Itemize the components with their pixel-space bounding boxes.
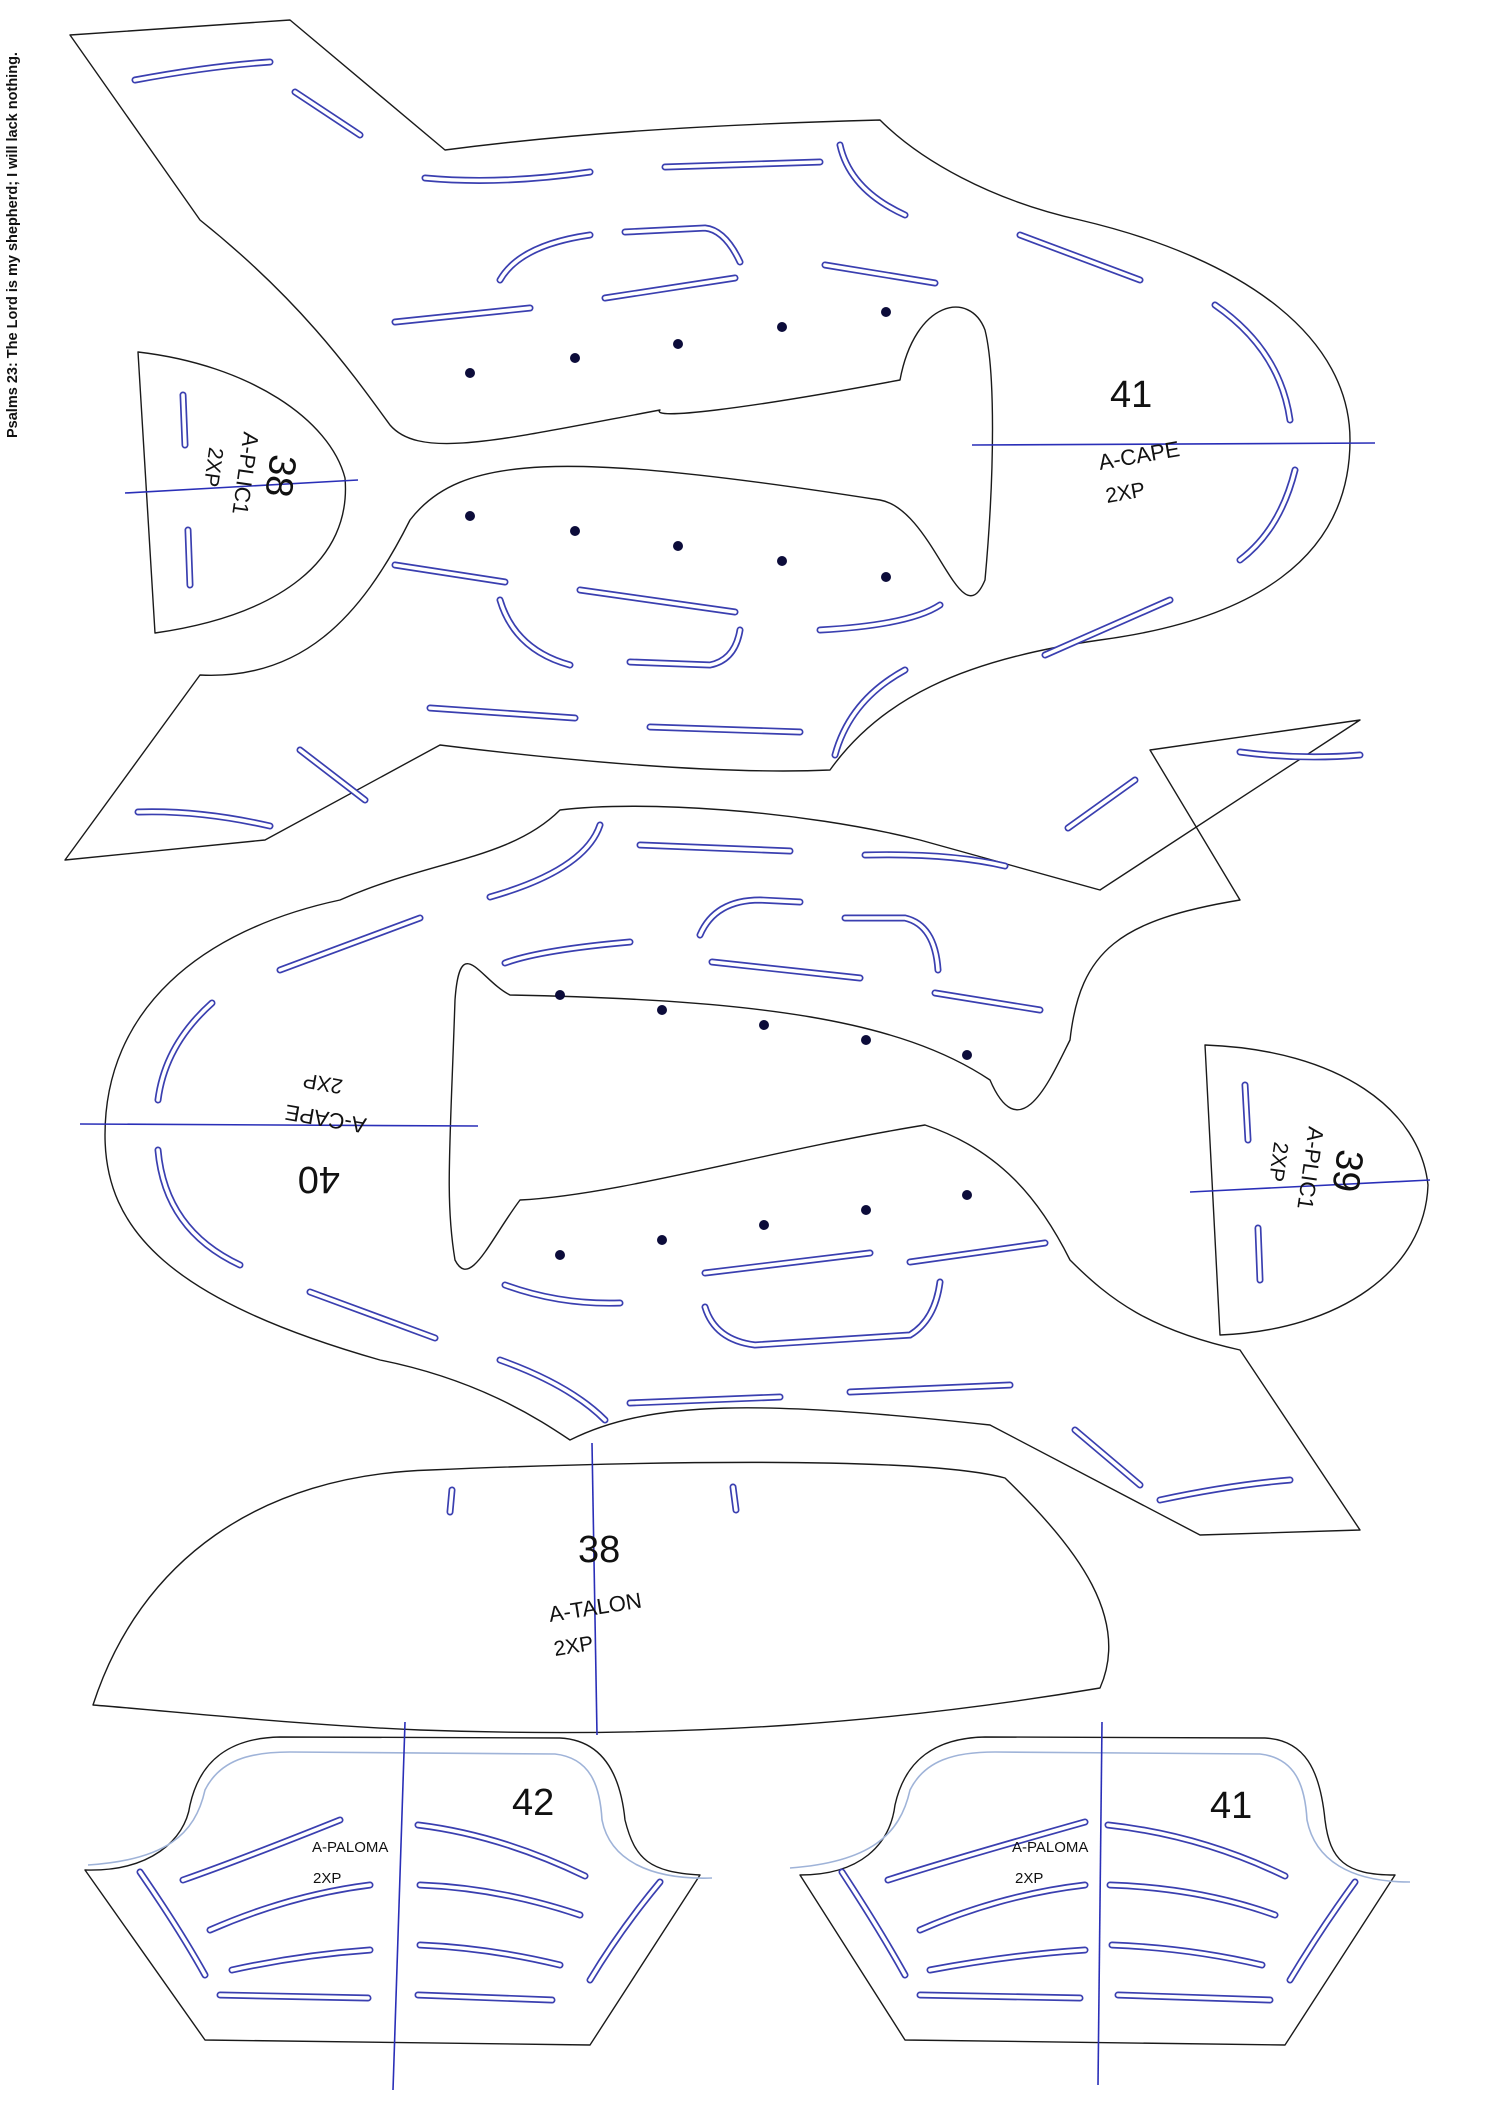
piece-cape-40: 40 A-CAPE 2XP [79,719,1364,1536]
talon-38-grainline [591,1442,598,1736]
plic1-38-qty: 2XP [199,446,227,489]
paloma-42-number: 42 [512,1782,554,1824]
talon-38-qty: 2XP [552,1632,595,1661]
piece-talon-38: 38 A-TALON 2XP [92,1442,1110,1736]
paloma-41-slots [838,1818,1359,2004]
paloma-41-seam [789,1751,1411,1883]
talon-38-outline [92,1461,1110,1734]
verse-text: Psalms 23: The Lord is my shepherd; I wi… [5,52,21,438]
plic1-39-name: A-PLIC1 [1292,1125,1328,1211]
plic1-39-qty: 2XP [1264,1141,1292,1184]
paloma-41-grainline [1097,1721,1103,2086]
cape-40-grainline [79,1123,479,1127]
paloma-41-name: A-PALOMA [1012,1839,1088,1856]
plic1-39-grainline [1189,1179,1431,1193]
paloma-41-outline [799,1736,1396,2046]
paloma-42-qty: 2XP [313,1870,341,1887]
piece-cape-41: 41 A-CAPE 2XP [64,19,1376,861]
plic1-38-grainline [124,479,359,494]
piece-plic1-38: 38 A-PLIC1 2XP [124,351,359,634]
cape-40-number: 40 [298,1158,340,1200]
plic1-38-outline [137,351,347,634]
cape-41-name: A-CAPE [1097,436,1182,475]
paloma-42-grainline [392,1721,406,2091]
paloma-42-outline [84,1736,701,2046]
cape-41-qty: 2XP [1104,478,1147,508]
cape-40-outline [104,719,1361,1536]
cape-41-number: 41 [1110,374,1152,416]
paloma-42-seam [87,1751,713,1879]
paloma-42-name: A-PALOMA [312,1839,388,1856]
cape-40-holes [555,990,972,1260]
paloma-41-number: 41 [1210,1785,1252,1827]
plic1-39-outline [1204,1044,1429,1336]
plic1-39-number: 39 [1323,1147,1370,1195]
cape-41-outline [64,19,1351,861]
cape-41-slots [131,58,1299,830]
cape-41-grainline [971,442,1376,446]
talon-38-number: 38 [578,1529,620,1571]
paloma-42-slots [136,1816,664,2004]
plic1-38-number: 38 [256,452,303,500]
paloma-41-qty: 2XP [1015,1870,1043,1887]
piece-plic1-39: 39 A-PLIC1 2XP [1189,1044,1431,1336]
piece-paloma-41: 41 A-PALOMA 2XP [789,1721,1411,2086]
plic1-38-name: A-PLIC1 [227,431,263,517]
cape-41-holes [465,307,891,582]
cape-40-slots [154,748,1364,1504]
cape-40-qty: 2XP [301,1068,344,1098]
piece-paloma-42: 42 A-PALOMA 2XP [84,1721,713,2091]
cape-40-name: A-CAPE [283,1100,368,1139]
